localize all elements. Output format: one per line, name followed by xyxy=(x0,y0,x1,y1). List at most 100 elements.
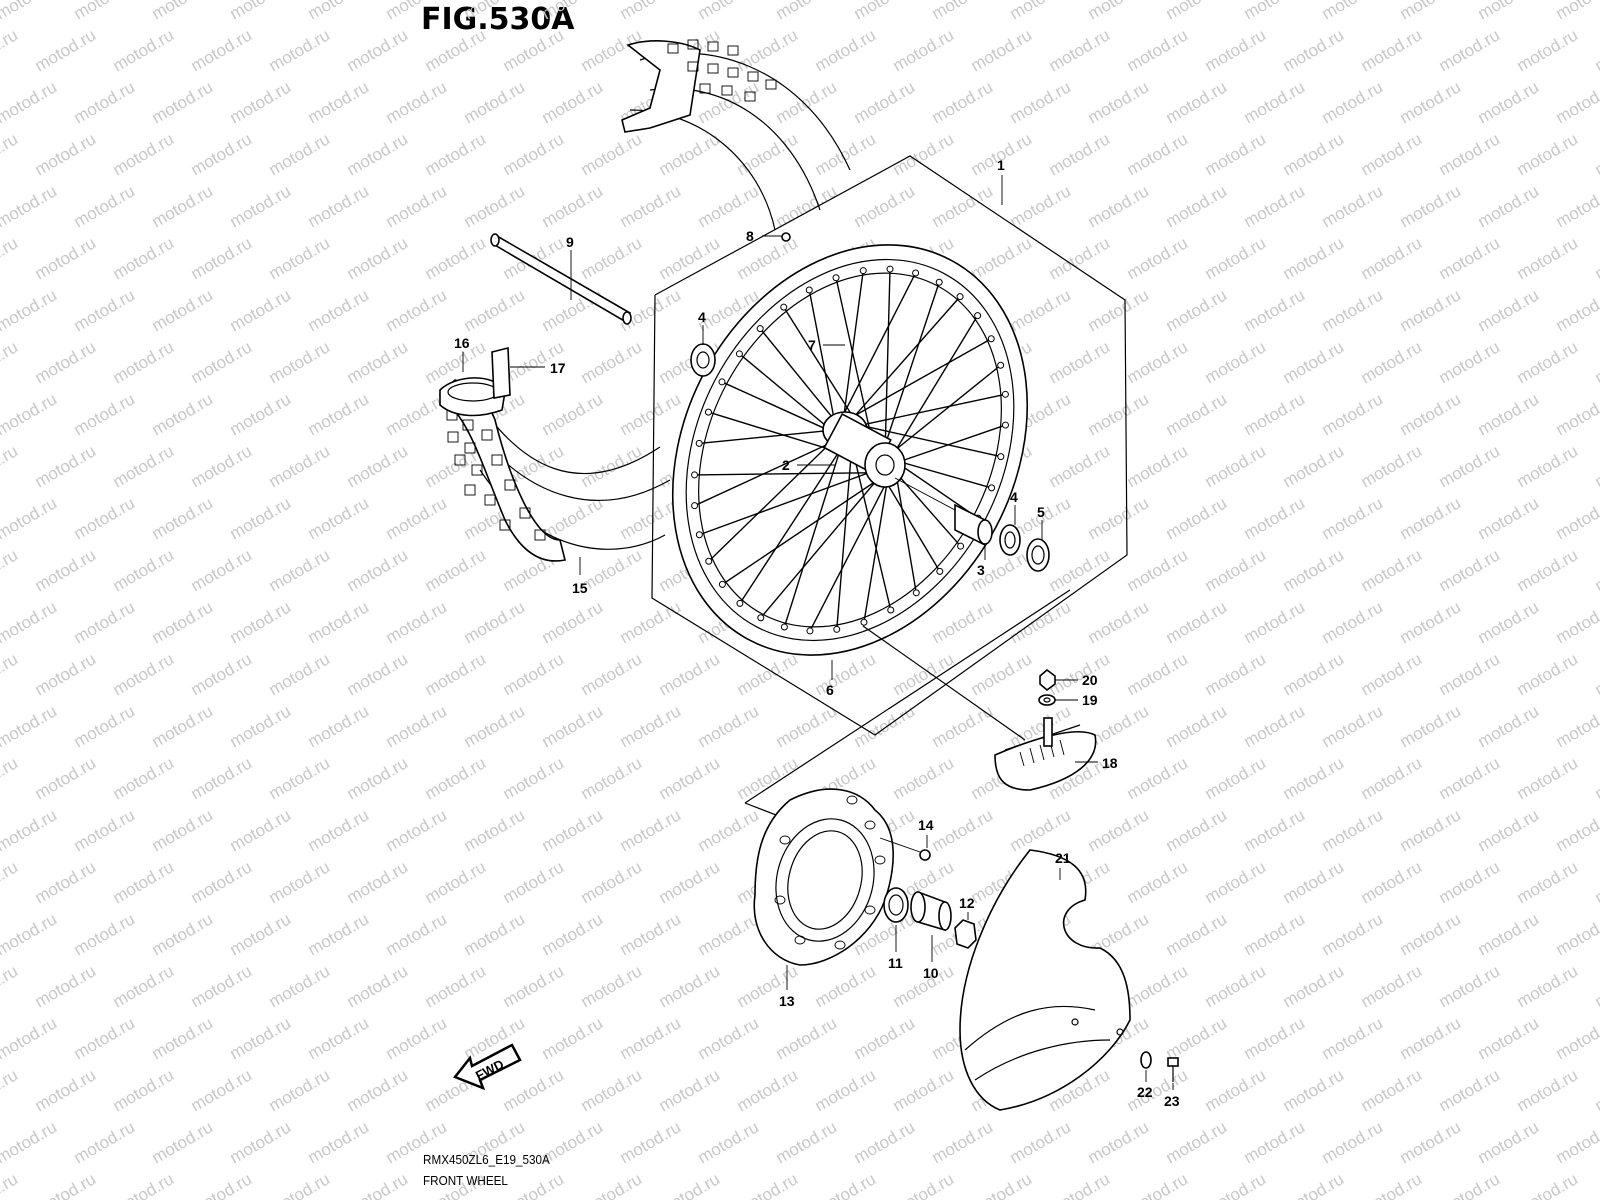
watermark-text: motod.ru xyxy=(1553,389,1600,439)
watermark-text: motod.ru xyxy=(0,1013,60,1063)
spoke-nipple-hole xyxy=(860,618,868,626)
watermark-text: motod.ru xyxy=(578,129,646,179)
watermark-text: motod.ru xyxy=(617,1117,685,1167)
watermark-text: motod.ru xyxy=(1358,753,1426,803)
spoke-nipple-hole xyxy=(935,278,943,286)
spoke xyxy=(893,459,992,489)
watermark-text: motod.ru xyxy=(617,597,685,647)
watermark-text: motod.ru xyxy=(1085,1117,1153,1167)
watermark-text: motod.ru xyxy=(32,233,100,283)
watermark-text: motod.ru xyxy=(344,545,412,595)
watermark-text: motod.ru xyxy=(32,1169,100,1200)
watermark-text: motod.ru xyxy=(1592,1065,1600,1115)
watermark-text: motod.ru xyxy=(1202,233,1270,283)
watermark-text: motod.ru xyxy=(1046,129,1114,179)
watermark-text: motod.ru xyxy=(188,1065,256,1115)
watermark-text: motod.ru xyxy=(32,337,100,387)
watermark-text: motod.ru xyxy=(110,1065,178,1115)
watermark-text: motod.ru xyxy=(617,805,685,855)
watermark-text: motod.ru xyxy=(0,389,60,439)
watermark-text: motod.ru xyxy=(383,701,451,751)
watermark-text: motod.ru xyxy=(149,389,217,439)
watermark-text: motod.ru xyxy=(227,597,295,647)
watermark-text: motod.ru xyxy=(1241,1117,1309,1167)
watermark-text: motod.ru xyxy=(1514,337,1582,387)
watermark-text: motod.ru xyxy=(1163,597,1231,647)
watermark-text: motod.ru xyxy=(266,545,334,595)
spoke-nipple-hole xyxy=(997,453,1005,461)
watermark-text: motod.ru xyxy=(305,493,373,543)
callout-18: 18 xyxy=(1102,755,1118,771)
watermark-text: motod.ru xyxy=(929,701,997,751)
watermark-text: motod.ru xyxy=(383,285,451,335)
watermark-text: motod.ru xyxy=(461,805,529,855)
watermark-text: motod.ru xyxy=(1007,805,1075,855)
watermark-text: motod.ru xyxy=(227,389,295,439)
watermark-text: motod.ru xyxy=(500,857,568,907)
watermark-text: motod.ru xyxy=(968,25,1036,75)
watermark-text: motod.ru xyxy=(1085,0,1153,23)
watermark-text: motod.ru xyxy=(1007,0,1075,23)
watermark-text: motod.ru xyxy=(305,1013,373,1063)
watermark-text: motod.ru xyxy=(539,0,607,23)
spoke xyxy=(854,393,1006,428)
watermark-text: motod.ru xyxy=(71,493,139,543)
spoke xyxy=(893,469,962,547)
watermark-text: motod.ru xyxy=(890,1169,958,1200)
watermark-text: motod.ru xyxy=(1397,285,1465,335)
watermark-text: motod.ru xyxy=(1475,77,1543,127)
watermark-text: motod.ru xyxy=(1202,129,1270,179)
watermark-text: motod.ru xyxy=(71,77,139,127)
watermark-text: motod.ru xyxy=(461,181,529,231)
watermark-text: motod.ru xyxy=(0,25,21,75)
callout-4-left: 4 xyxy=(698,309,706,325)
watermark-text: motod.ru xyxy=(227,0,295,23)
watermark-text: motod.ru xyxy=(0,857,21,907)
watermark-text: motod.ru xyxy=(1514,1065,1582,1115)
watermark-text: motod.ru xyxy=(1397,0,1465,23)
watermark-text: motod.ru xyxy=(305,285,373,335)
watermark-text: motod.ru xyxy=(1436,337,1504,387)
watermark-text: motod.ru xyxy=(0,441,21,491)
watermark-text: motod.ru xyxy=(1319,597,1387,647)
callout-16: 16 xyxy=(454,335,470,351)
watermark-text: motod.ru xyxy=(1241,1013,1309,1063)
watermark-text: motod.ru xyxy=(1553,0,1600,23)
watermark-text: motod.ru xyxy=(305,389,373,439)
watermark-text: motod.ru xyxy=(1397,1013,1465,1063)
watermark-text: motod.ru xyxy=(1241,701,1309,751)
watermark-text: motod.ru xyxy=(1124,441,1192,491)
watermark-text: motod.ru xyxy=(110,25,178,75)
valve-washer xyxy=(1038,694,1056,706)
watermark-text: motod.ru xyxy=(71,181,139,231)
spoke xyxy=(721,381,836,435)
watermark-text: motod.ru xyxy=(1124,25,1192,75)
spoke-nipple-hole xyxy=(756,325,764,333)
spoke-nipple-hole xyxy=(736,599,744,607)
watermark-text: motod.ru xyxy=(1553,1013,1600,1063)
watermark-text: motod.ru xyxy=(812,25,880,75)
spoke xyxy=(699,469,877,536)
watermark-text: motod.ru xyxy=(1163,389,1231,439)
watermark-text: motod.ru xyxy=(1124,753,1192,803)
watermark-text: motod.ru xyxy=(734,1065,802,1115)
watermark-text: motod.ru xyxy=(1358,545,1426,595)
watermark-text: motod.ru xyxy=(1124,129,1192,179)
watermark-text: motod.ru xyxy=(1007,181,1075,231)
watermark-text: motod.ru xyxy=(1319,1117,1387,1167)
callout-19: 19 xyxy=(1082,692,1098,708)
spoke xyxy=(739,439,848,604)
watermark-text: motod.ru xyxy=(500,129,568,179)
watermark-text: motod.ru xyxy=(1319,701,1387,751)
watermark-text: motod.ru xyxy=(71,1117,139,1167)
watermark-text: motod.ru xyxy=(578,857,646,907)
watermark-text: motod.ru xyxy=(227,1117,295,1167)
watermark-text: motod.ru xyxy=(1163,909,1231,959)
spoke-nipple-hole xyxy=(859,267,867,275)
watermark-text: motod.ru xyxy=(305,805,373,855)
watermark-text: motod.ru xyxy=(1514,857,1582,907)
watermark-text: motod.ru xyxy=(1280,25,1348,75)
watermark-text: motod.ru xyxy=(695,1117,763,1167)
watermark-text: motod.ru xyxy=(1397,389,1465,439)
watermark-text: motod.ru xyxy=(1202,961,1270,1011)
